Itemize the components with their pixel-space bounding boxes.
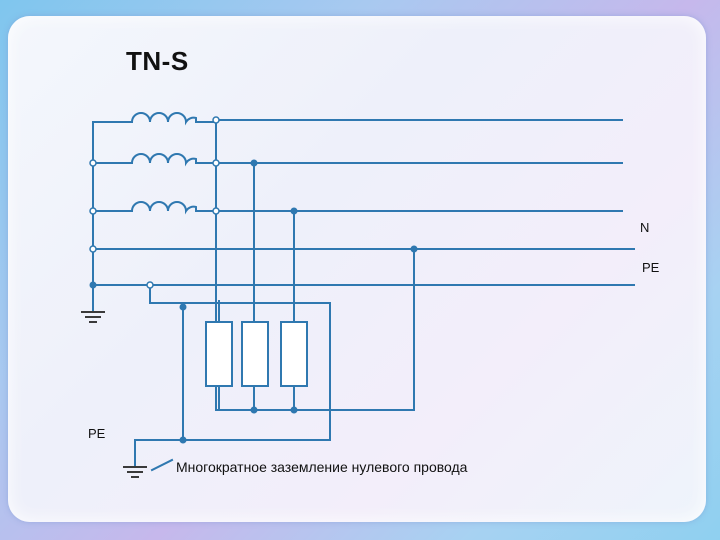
winding-coil-1 [127,112,217,126]
load-resistor-3 [280,321,308,387]
slide-background [8,16,706,522]
neutral-return-wire [215,248,415,411]
winding-coil-2 [92,153,217,167]
ground-symbol-source [81,311,105,323]
grounding-caption: Многократное заземление нулевого провода [176,459,468,475]
pe-label-left: PE [88,426,106,441]
repeated-grounding-wire [134,439,184,468]
ground-symbol-repeated [123,466,147,478]
load-resistor-2 [241,321,269,387]
page-title: TN-S [126,46,189,76]
load-resistor-1 [205,321,233,387]
winding-coil-3 [92,201,217,215]
neutral-label: N [640,220,650,235]
pe-label-right: PE [642,260,660,275]
load-enclosure-wire [149,284,331,441]
